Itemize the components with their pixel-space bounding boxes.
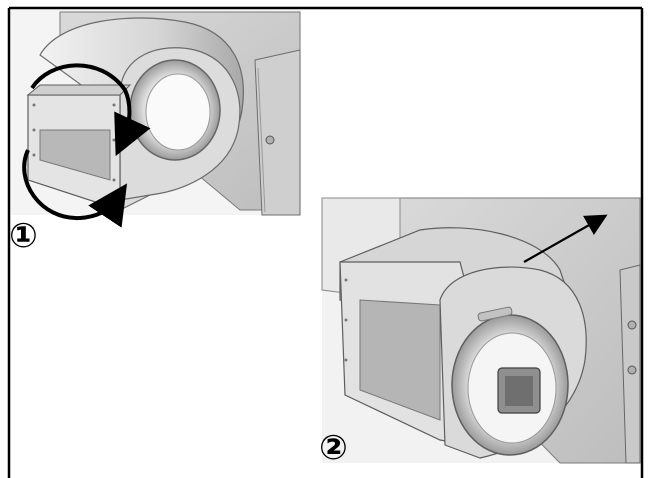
step-1-label: ①	[9, 216, 38, 256]
step-2-label: ②	[319, 428, 348, 468]
panel-step-1	[11, 10, 301, 228]
panel-step-2	[321, 197, 641, 464]
figure-frame	[7, 6, 644, 478]
